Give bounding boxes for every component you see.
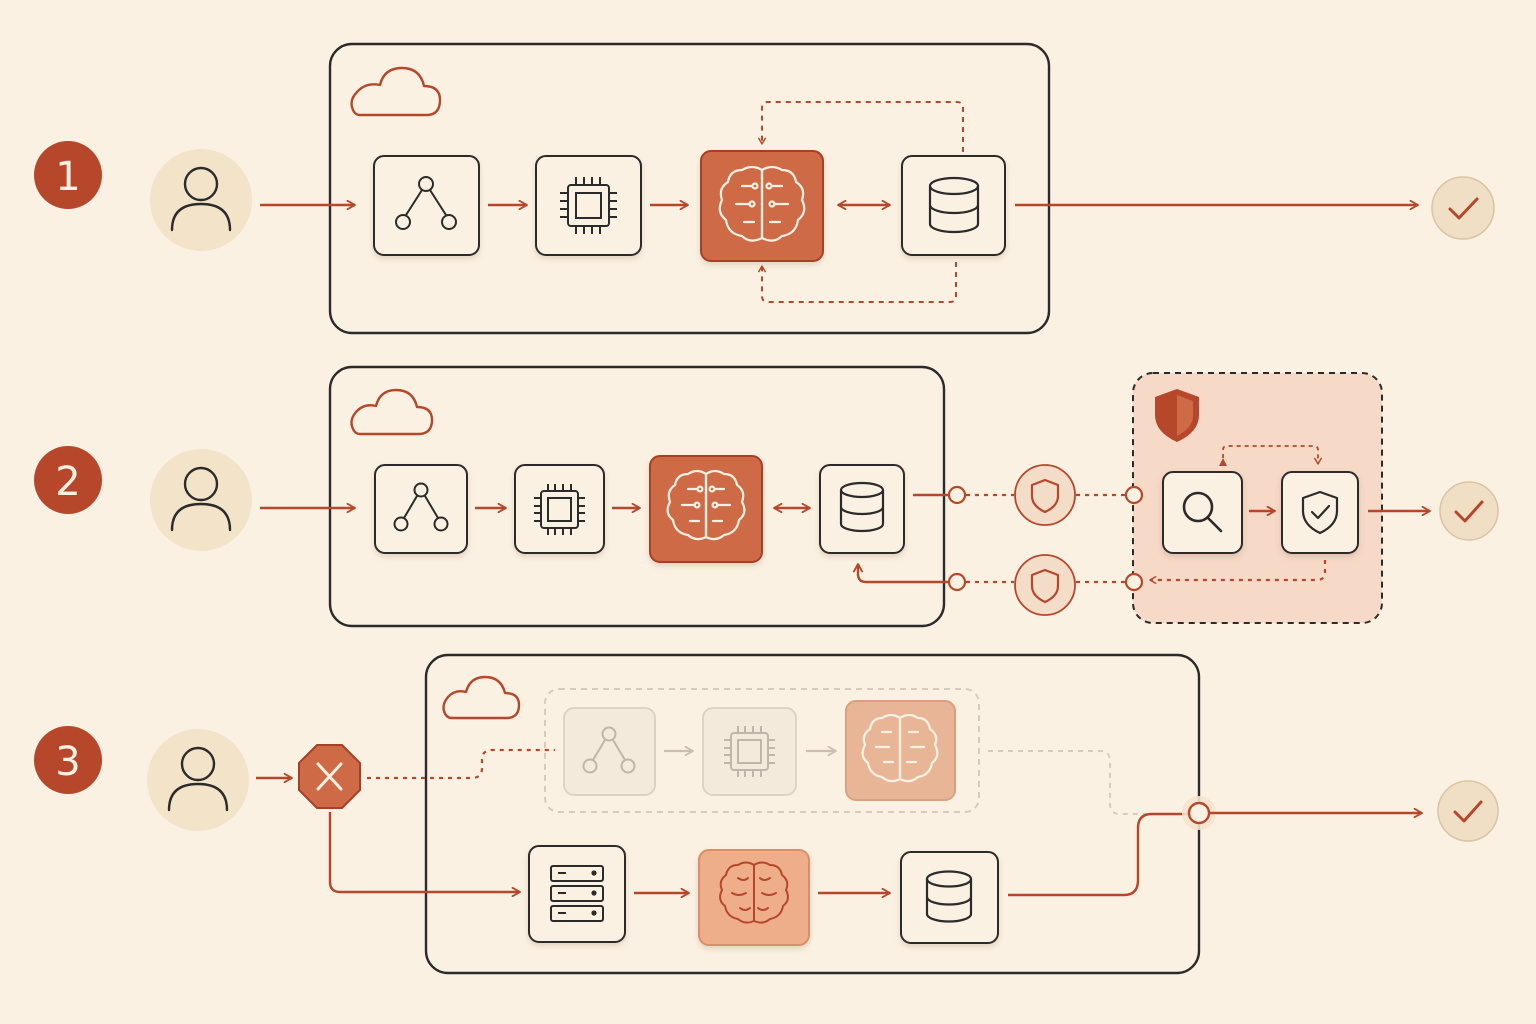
check-icon xyxy=(1437,780,1499,842)
ai-model-node xyxy=(649,455,763,563)
network-icon xyxy=(582,726,636,774)
check-icon xyxy=(1431,176,1495,240)
verify-loop-head xyxy=(1219,458,1227,466)
brain-icon xyxy=(861,713,939,783)
brain-icon xyxy=(666,469,746,541)
cloud-panel-1 xyxy=(328,42,1051,335)
server-rack-icon xyxy=(550,865,604,922)
fallback-link xyxy=(328,812,520,892)
merge-port xyxy=(1182,796,1216,830)
return-link-to-db xyxy=(858,564,948,584)
magnifier-icon xyxy=(1182,491,1223,533)
disabled-dotted-path xyxy=(988,750,1185,815)
blocked-dotted-path xyxy=(367,748,555,780)
stop-x-icon xyxy=(298,744,361,809)
network-icon xyxy=(393,482,449,532)
disabled-path-zone xyxy=(544,688,980,813)
cpu-node-disabled xyxy=(702,707,797,796)
step-badge-3: 3 xyxy=(34,726,102,794)
feedback-loop-top xyxy=(758,101,964,152)
brain-icon xyxy=(718,165,806,242)
fallback-link-to-output xyxy=(1008,812,1190,897)
database-node xyxy=(819,464,905,554)
cpu-chip-icon xyxy=(560,177,617,234)
network-node-disabled xyxy=(563,707,656,796)
outbound-port-end xyxy=(1124,485,1144,505)
feedback-loop-bottom xyxy=(758,262,957,303)
brain-icon xyxy=(719,861,789,924)
verify-node xyxy=(1281,471,1359,554)
ai-model-node-disabled xyxy=(845,700,956,801)
cpu-chip-icon xyxy=(724,726,775,777)
ai-model-node xyxy=(700,150,824,262)
user-icon xyxy=(150,149,252,251)
user-icon xyxy=(147,729,249,831)
step-number-2: 2 xyxy=(55,459,80,505)
database-node xyxy=(900,851,999,944)
check-icon xyxy=(1439,481,1499,541)
user-icon xyxy=(150,449,252,551)
database-node xyxy=(901,155,1006,256)
outbound-port-start xyxy=(947,485,967,505)
network-icon xyxy=(395,176,457,230)
step-number-1: 1 xyxy=(55,154,80,200)
row-3: 3 xyxy=(34,653,1499,975)
database-icon xyxy=(839,481,885,533)
row-2: 2 xyxy=(34,365,1499,628)
network-node xyxy=(374,464,468,554)
cpu-chip-icon xyxy=(534,484,585,535)
cloud-icon xyxy=(350,388,434,436)
cloud-icon xyxy=(442,675,521,720)
database-icon xyxy=(928,176,980,234)
shield-icon xyxy=(1014,554,1076,616)
step-number-3: 3 xyxy=(55,739,80,785)
shield-icon xyxy=(1014,464,1076,526)
step-badge-2: 2 xyxy=(34,446,102,514)
return-dotted-1 xyxy=(1149,560,1327,584)
row-1: 1 xyxy=(34,42,1495,335)
return-port-end xyxy=(947,572,967,592)
step-badge-1: 1 xyxy=(34,141,102,209)
verify-loop xyxy=(1222,445,1322,466)
network-node xyxy=(373,155,480,256)
cpu-node xyxy=(535,155,642,256)
cloud-panel-2 xyxy=(328,365,946,628)
server-node xyxy=(528,845,626,943)
return-port-start xyxy=(1124,572,1144,592)
cloud-icon xyxy=(350,66,442,117)
database-icon xyxy=(925,870,973,923)
shield-check-icon xyxy=(1301,490,1339,535)
ai-model-node-local xyxy=(698,849,810,946)
inspect-node xyxy=(1162,471,1243,554)
cpu-node xyxy=(514,464,605,554)
